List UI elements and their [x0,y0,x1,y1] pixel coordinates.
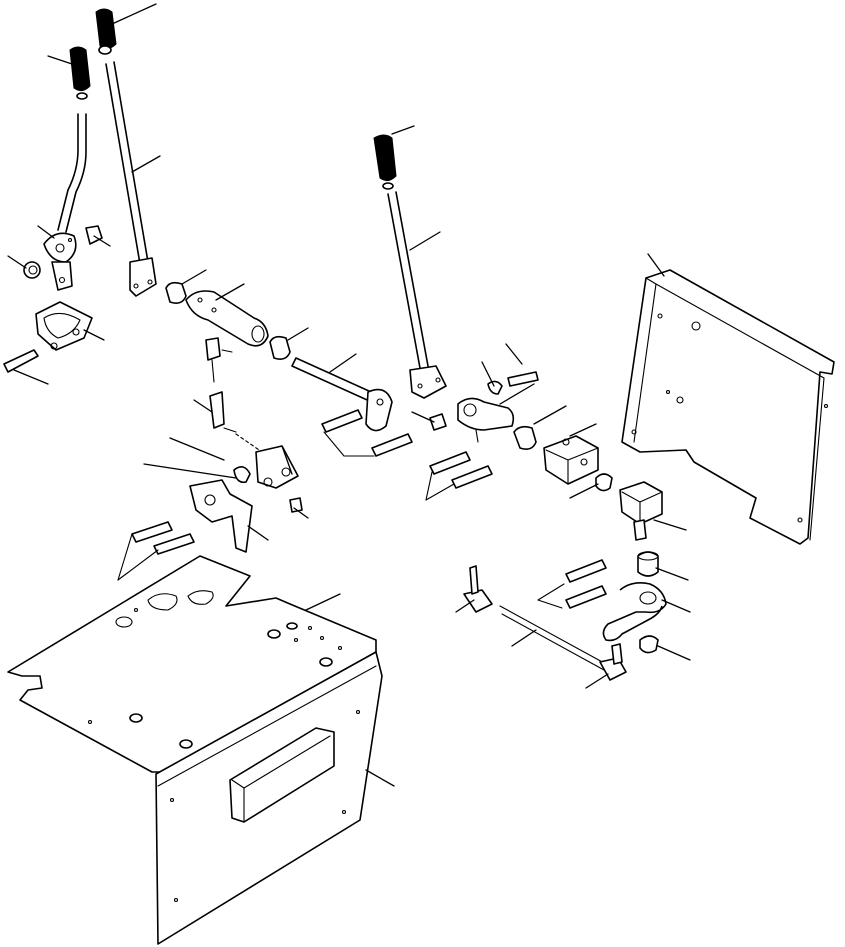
ring-bushing [637,551,659,577]
front-cover-panel [155,651,383,945]
bushing-4 [595,473,613,492]
left-pin [3,349,39,373]
left-lever-knob-top [95,8,117,55]
link-plates-right [425,451,493,501]
small-nut-right-hub [487,380,503,395]
right-lever-knob [373,134,397,190]
bushing-2 [269,335,291,360]
left-lever-knob-second [69,46,91,100]
small-nut-left [23,261,41,279]
bushing-3 [513,425,537,450]
right-pivot-hub [457,397,515,443]
link-plates-lower-right [537,559,607,609]
cable-clip-lower [255,445,299,489]
floor-plate [7,555,377,773]
right-side-panel [621,269,835,545]
bushing-1 [165,281,187,304]
control-rod [463,565,627,681]
small-nut-bottom [289,497,303,513]
right-lever-rod [387,191,447,399]
shaft-long [291,357,393,432]
link-plates-left [117,521,195,581]
square-block [619,481,663,541]
small-pin-right [507,371,539,387]
small-nut-shaft [429,413,447,431]
rod-end-lower [209,391,263,453]
left-lever-rod-straight [105,61,157,297]
leader-lines [7,3,691,787]
bushing-5 [639,635,659,654]
left-lever-bracket [35,301,93,351]
valve-block [543,435,599,485]
link-plates-center [321,409,413,457]
left-lever-link-plate [51,261,73,291]
lever-arm-right [602,582,667,642]
pivot-bracket [189,479,253,553]
small-nut-center [233,466,251,484]
small-nut-right [85,225,103,245]
bell-crank-arm [185,290,269,347]
left-lever-rod-bent [43,113,87,263]
clevis-rod-end [205,337,233,383]
